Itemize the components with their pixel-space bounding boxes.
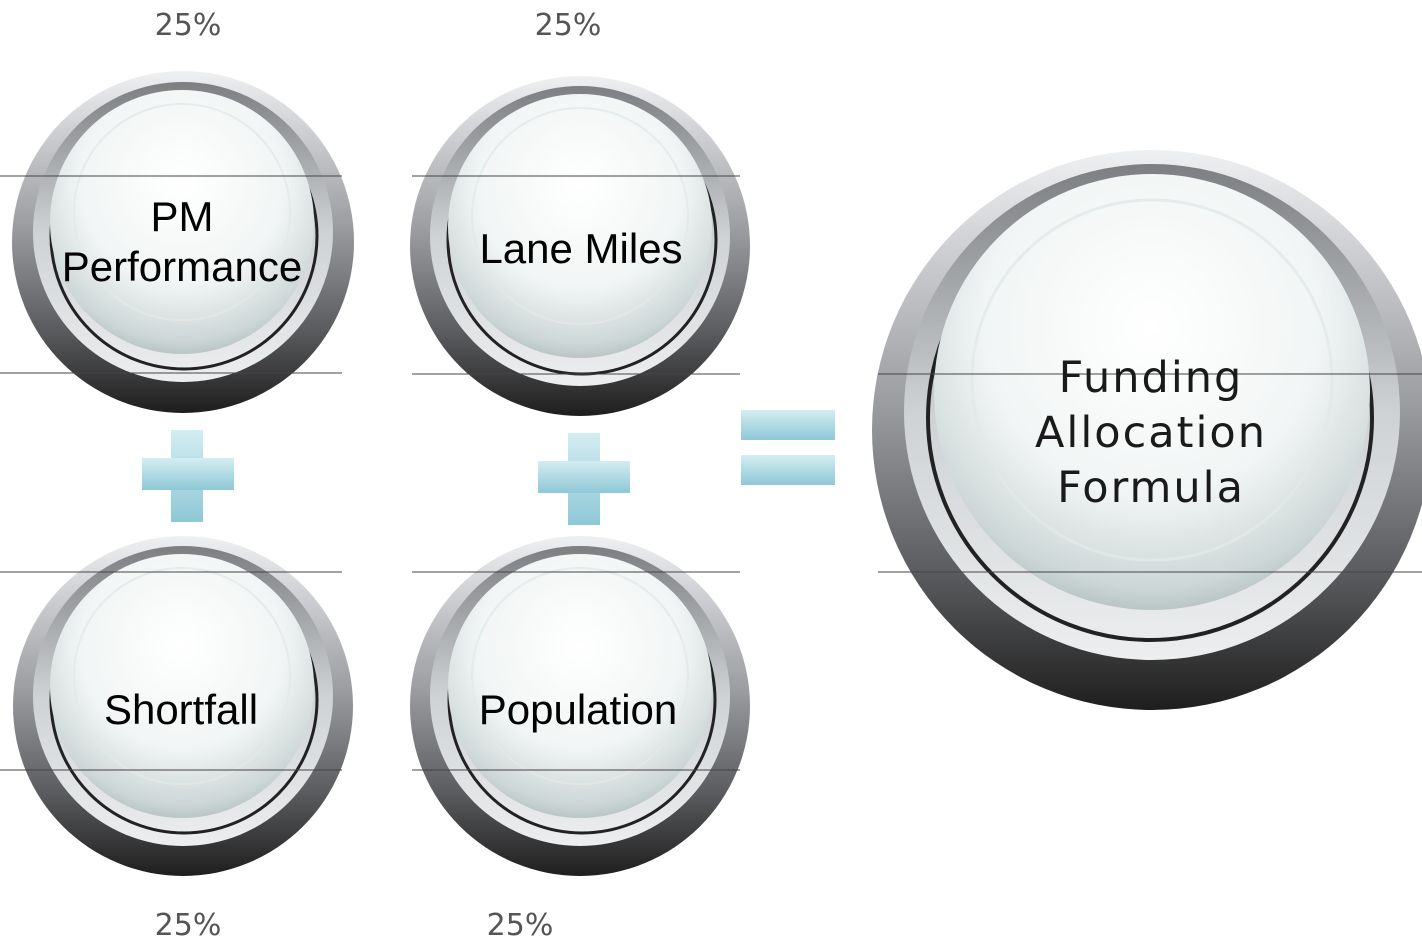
label-result-line1: Funding <box>1058 352 1244 403</box>
plus-operator-left <box>142 430 234 522</box>
percent-lane-miles: 25% <box>534 8 602 43</box>
node-population <box>410 536 750 876</box>
node-pm-performance <box>0 71 354 413</box>
node-lane-miles <box>410 76 750 416</box>
percent-shortfall: 25% <box>154 908 222 943</box>
percent-population: 25% <box>486 908 554 943</box>
node-funding-allocation-formula <box>872 150 1422 710</box>
plus-operator-right <box>538 433 630 525</box>
node-shortfall <box>0 536 353 876</box>
percent-pm-performance: 25% <box>154 8 222 43</box>
label-lane-miles: Lane Miles <box>479 225 683 272</box>
label-pm-performance-line2: Performance <box>61 243 303 290</box>
label-result-line2: Allocation <box>1035 407 1267 458</box>
label-shortfall: Shortfall <box>103 686 259 733</box>
label-funding-allocation-formula: Funding Allocation Formula <box>1001 343 1301 523</box>
label-result-line3: Formula <box>1057 462 1245 513</box>
label-pm-performance-line1: PM <box>150 193 214 240</box>
equals-operator <box>741 410 835 485</box>
label-population: Population <box>478 686 678 733</box>
label-pm-performance: PM Performance <box>47 182 317 302</box>
